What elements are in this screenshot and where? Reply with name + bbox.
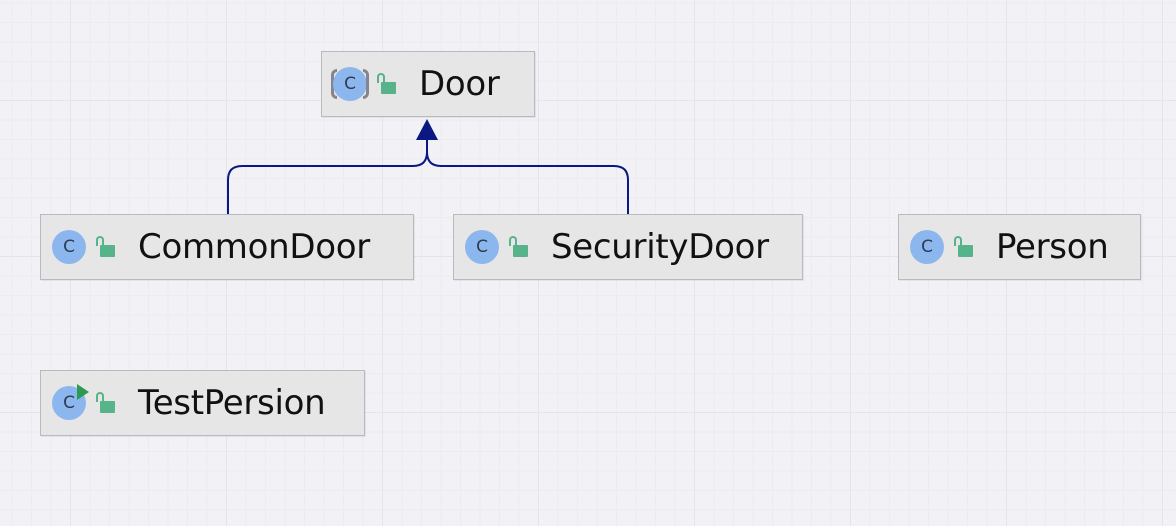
- class-letter: C: [52, 230, 86, 264]
- class-node-person[interactable]: C Person: [898, 214, 1141, 280]
- class-node-testpersion[interactable]: C TestPersion: [40, 370, 365, 436]
- inheritance-arrowhead: [416, 119, 438, 140]
- edge-commondoor-to-door: [227, 140, 428, 214]
- class-letter: C: [910, 230, 944, 264]
- class-name-commondoor: CommonDoor: [138, 227, 370, 267]
- class-name-door: Door: [419, 64, 500, 104]
- class-icon: C: [465, 230, 499, 264]
- abstract-bracket-left: [331, 69, 337, 99]
- class-icon: C: [910, 230, 944, 264]
- class-icon: C: [52, 230, 86, 264]
- class-letter: C: [465, 230, 499, 264]
- run-marker-icon: [77, 384, 89, 400]
- public-lock-icon: [508, 236, 528, 258]
- abstract-class-icon: C: [331, 67, 369, 101]
- public-lock-icon: [953, 236, 973, 258]
- class-node-commondoor[interactable]: C CommonDoor: [40, 214, 414, 280]
- abstract-bracket-right: [363, 69, 369, 99]
- public-lock-icon: [376, 73, 396, 95]
- runnable-class-icon: C: [52, 384, 89, 420]
- public-lock-icon: [95, 392, 115, 414]
- class-node-door[interactable]: C Door: [321, 51, 535, 117]
- public-lock-icon: [95, 236, 115, 258]
- class-node-securitydoor[interactable]: C SecurityDoor: [453, 214, 803, 280]
- class-name-person: Person: [996, 227, 1109, 267]
- class-name-securitydoor: SecurityDoor: [551, 227, 769, 267]
- class-name-testpersion: TestPersion: [138, 383, 326, 423]
- edge-securitydoor-to-door: [426, 140, 629, 214]
- class-letter: C: [333, 67, 367, 101]
